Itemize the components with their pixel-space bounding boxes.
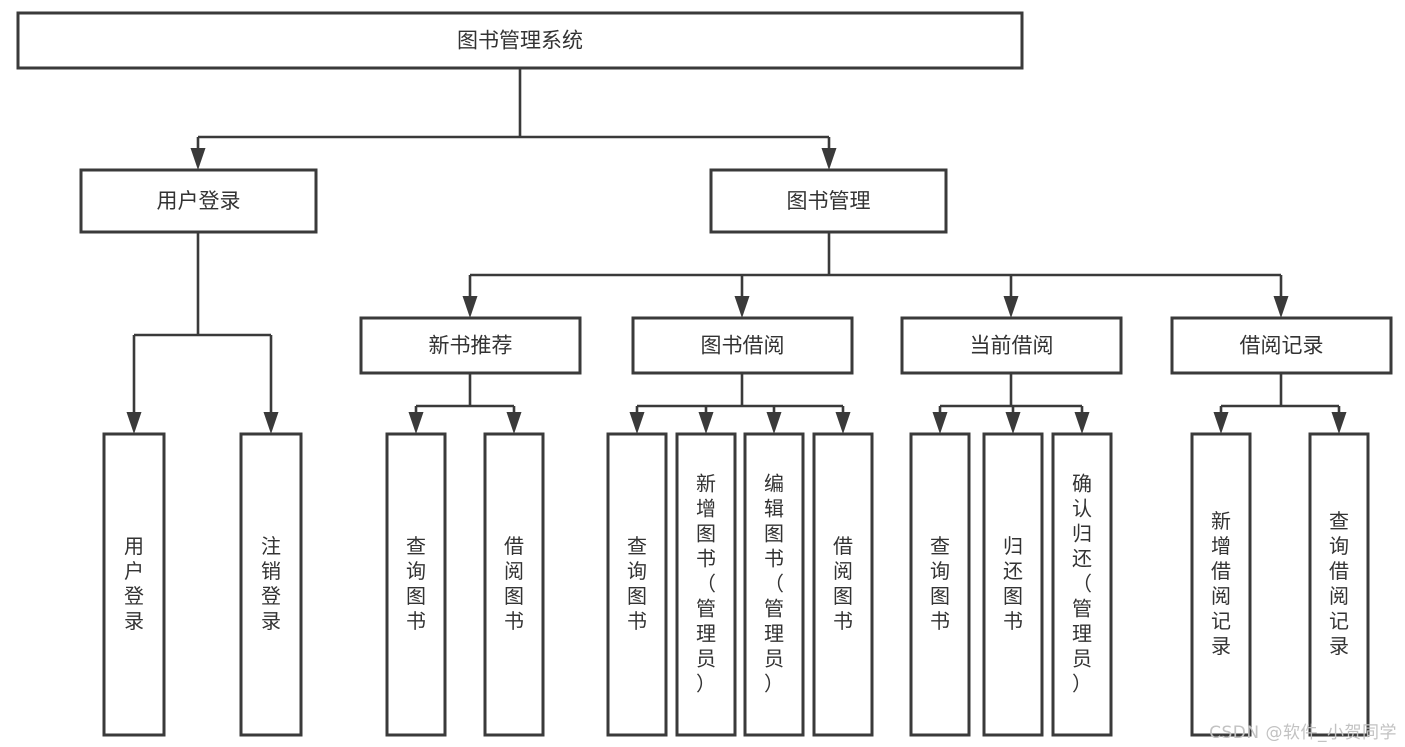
- connector-arrowhead: [263, 412, 279, 434]
- node-leaf-borrow-book-1[interactable]: 借阅图书: [483, 432, 545, 737]
- node-leaf-query-book-3[interactable]: 查询图书: [909, 432, 971, 737]
- node-box: [1190, 432, 1252, 737]
- connector-arrowhead: [698, 412, 714, 434]
- node-label: 当前借阅: [970, 334, 1054, 358]
- node-label: 查询借阅记录: [1329, 509, 1349, 658]
- node-leaf-confirm-return[interactable]: 确认归还（管理员）: [1051, 432, 1113, 737]
- connector-arrowhead: [1213, 412, 1229, 434]
- node-book-manage[interactable]: 图书管理: [709, 168, 948, 234]
- node-box: [982, 432, 1044, 737]
- node-label: 图书借阅: [701, 334, 785, 358]
- node-label: 借阅图书: [504, 534, 524, 633]
- connector-arrowhead: [1273, 296, 1289, 318]
- node-leaf-add-book[interactable]: 新增图书（管理员）: [675, 432, 737, 737]
- node-box: [102, 432, 166, 737]
- connector-arrowhead: [1331, 412, 1347, 434]
- connector-arrowhead: [1003, 296, 1019, 318]
- node-label: 图书管理系统: [457, 29, 583, 53]
- node-box: [606, 432, 668, 737]
- connector-arrowhead: [766, 412, 782, 434]
- node-box: [743, 432, 805, 737]
- node-box: [631, 316, 854, 375]
- node-box: [1170, 316, 1393, 375]
- node-box: [359, 316, 582, 375]
- node-box: [16, 11, 1024, 70]
- node-label: 查询图书: [406, 534, 426, 633]
- node-label: 用户登录: [157, 189, 241, 213]
- node-leaf-add-record[interactable]: 新增借阅记录: [1190, 432, 1252, 737]
- node-root[interactable]: 图书管理系统: [16, 11, 1024, 70]
- node-leaf-query-record[interactable]: 查询借阅记录: [1308, 432, 1370, 737]
- node-leaf-edit-book[interactable]: 编辑图书（管理员）: [743, 432, 805, 737]
- node-box: [900, 316, 1123, 375]
- node-box: [385, 432, 447, 737]
- connector-arrowhead: [1005, 412, 1021, 434]
- node-label: 确认归还（管理员）: [1072, 471, 1092, 695]
- node-label: 图书管理: [787, 189, 871, 213]
- connector-arrowhead: [1074, 412, 1090, 434]
- connector-arrowhead: [462, 296, 478, 318]
- node-box: [1051, 432, 1113, 737]
- node-book-borrow[interactable]: 图书借阅: [631, 316, 854, 375]
- node-leaf-query-book-1[interactable]: 查询图书: [385, 432, 447, 737]
- node-current-borrow[interactable]: 当前借阅: [900, 316, 1123, 375]
- node-box: [79, 168, 318, 234]
- node-box: [909, 432, 971, 737]
- node-label: 用户登录: [124, 534, 144, 633]
- node-leaf-borrow-book-2[interactable]: 借阅图书: [812, 432, 874, 737]
- node-label: 新增图书（管理员）: [696, 471, 716, 695]
- node-box: [1308, 432, 1370, 737]
- node-leaf-logout[interactable]: 注销登录: [239, 432, 303, 737]
- node-box: [675, 432, 737, 737]
- node-label: 归还图书: [1003, 534, 1023, 633]
- connector-layer: [126, 68, 1347, 434]
- node-label: 借阅图书: [833, 534, 853, 633]
- node-label: 注销登录: [261, 534, 281, 633]
- node-label: 查询图书: [627, 534, 647, 633]
- connector-arrowhead: [835, 412, 851, 434]
- node-box: [709, 168, 948, 234]
- connector-arrowhead: [821, 148, 837, 170]
- connector-arrowhead: [629, 412, 645, 434]
- watermark-label: CSDN @软件_小贺同学: [1209, 723, 1397, 743]
- connector-arrowhead: [734, 296, 750, 318]
- connector-arrowhead: [190, 148, 206, 170]
- node-label: 新增借阅记录: [1211, 509, 1231, 658]
- node-borrow-records[interactable]: 借阅记录: [1170, 316, 1393, 375]
- connector-arrowhead: [932, 412, 948, 434]
- node-leaf-query-book-2[interactable]: 查询图书: [606, 432, 668, 737]
- node-leaf-user-login[interactable]: 用户登录: [102, 432, 166, 737]
- connector-arrowhead: [506, 412, 522, 434]
- node-layer: 图书管理系统用户登录图书管理新书推荐图书借阅当前借阅借阅记录用户登录注销登录查询…: [16, 11, 1393, 737]
- node-new-book-recommend[interactable]: 新书推荐: [359, 316, 582, 375]
- node-box: [812, 432, 874, 737]
- node-label: 编辑图书（管理员）: [764, 471, 784, 695]
- connector-arrowhead: [126, 412, 142, 434]
- node-leaf-return-book[interactable]: 归还图书: [982, 432, 1044, 737]
- node-label: 新书推荐: [429, 334, 513, 358]
- node-label: 借阅记录: [1240, 334, 1324, 358]
- node-box: [239, 432, 303, 737]
- node-label: 查询图书: [930, 534, 950, 633]
- connector-arrowhead: [408, 412, 424, 434]
- node-user-login[interactable]: 用户登录: [79, 168, 318, 234]
- node-box: [483, 432, 545, 737]
